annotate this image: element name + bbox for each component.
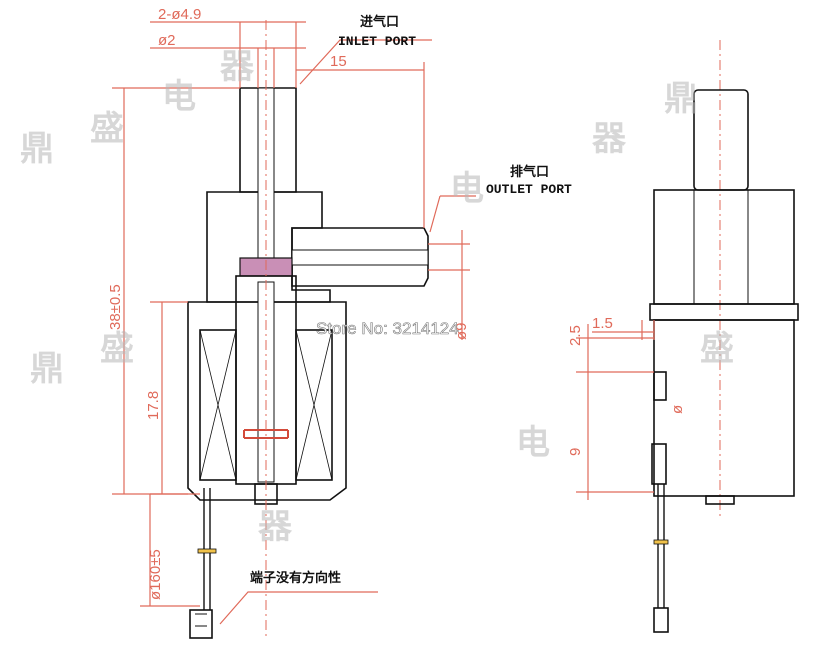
watermark-char: 鼎 <box>20 129 54 169</box>
outlet-bore <box>291 249 429 266</box>
watermark-char: 鼎 <box>30 349 64 389</box>
side-terminal-base <box>651 443 667 485</box>
dim-lead-len: ø160±5 <box>147 549 164 600</box>
side-nozzle <box>693 89 749 191</box>
coil-cross <box>199 329 333 481</box>
side-connector <box>653 607 669 633</box>
watermark-char: 电 <box>450 169 484 209</box>
dim-side-phi: ø <box>669 405 686 414</box>
dim-outlet-len: 15 <box>330 53 347 70</box>
side-tab <box>653 371 667 401</box>
inlet-label-cn: 进气口 <box>360 14 399 30</box>
side-stem <box>705 495 735 505</box>
terminal-note: 端子没有方向性 <box>250 570 341 586</box>
watermark-char: 盛 <box>700 329 734 369</box>
wire-band <box>197 548 217 554</box>
inlet-label-en: INLET PORT <box>338 34 416 49</box>
outlet-label-en: OUTLET PORT <box>486 182 572 197</box>
dim-body-dia: ø9 <box>453 322 470 340</box>
watermark-char: 鼎 <box>664 79 698 119</box>
dim-tab-h: 2.5 <box>567 325 584 346</box>
dim-coil-height: 17.8 <box>145 391 162 420</box>
watermark: 鼎 盛 电 器 鼎 盛 电 器 鼎 盛 电 器 Store No: 321412… <box>20 47 734 547</box>
terminal-connector <box>189 609 213 639</box>
side-lead-wire <box>657 484 665 608</box>
dim-total-height: 38±0.5 <box>107 284 124 330</box>
dim-port-dia: 2-ø4.9 <box>158 6 201 23</box>
watermark-char: 器 <box>592 119 627 159</box>
dimension-lines-left <box>112 21 476 625</box>
dim-side-9: 9 <box>567 448 584 456</box>
dimension-lines-right <box>576 320 655 500</box>
side-flange <box>649 303 799 321</box>
watermark-char: 电 <box>162 77 196 117</box>
side-head <box>653 189 795 305</box>
coil-housing <box>187 301 347 501</box>
dim-tab-w: 1.5 <box>592 315 613 332</box>
watermark-char: 器 <box>220 47 255 87</box>
watermark-char: 器 <box>258 507 293 547</box>
watermark-char: 盛 <box>90 109 124 149</box>
section-view <box>187 20 429 640</box>
store-watermark: Store No: 3214124 <box>316 319 459 338</box>
dim-bore-dia: ø2 <box>158 32 176 49</box>
side-view <box>649 40 799 633</box>
outlet-label-cn: 排气口 <box>510 164 549 180</box>
watermark-char: 盛 <box>100 329 134 369</box>
watermark-char: 电 <box>516 423 550 463</box>
